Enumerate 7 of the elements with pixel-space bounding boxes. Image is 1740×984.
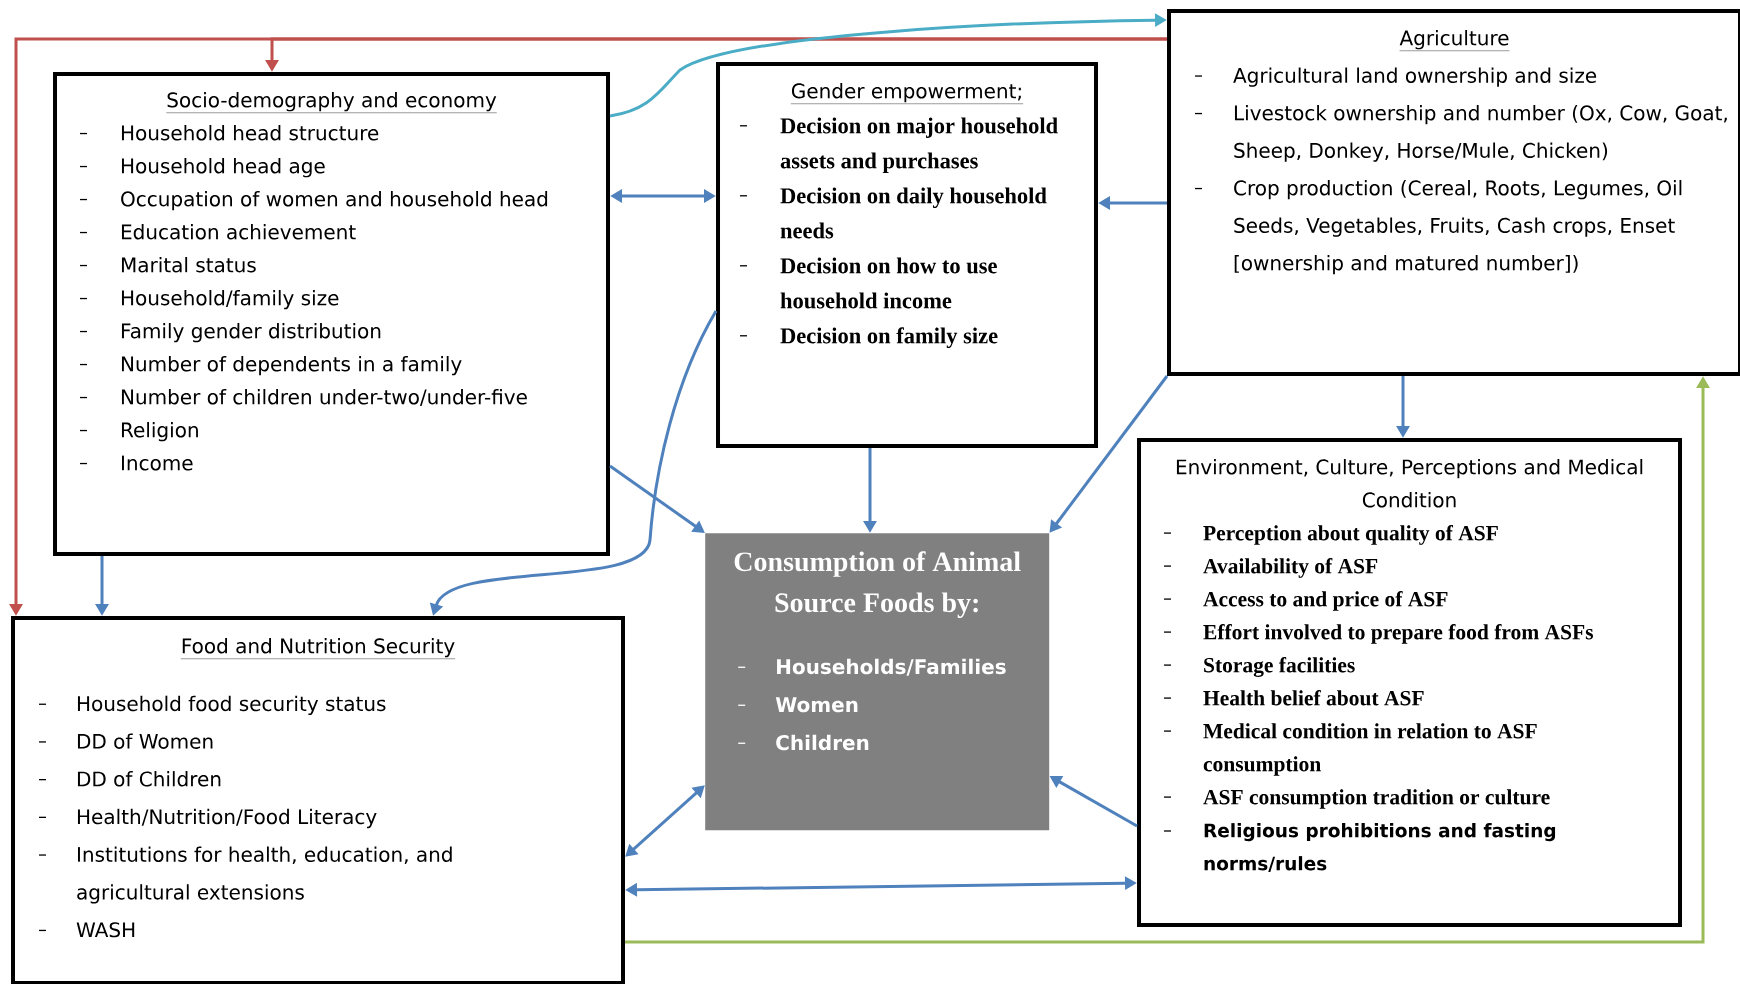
text-box: Agriculture Agricultural land ownership and size Livestock ownership and number (Ox, Cow, Goat, Sheep, Donkey, Horse/Mule, Chicken) Crop production (Cereal, Roots, Legumes, Oil Seeds, Vegetables, Fruits, Cash crops, Enset [ownership and matured number]) xyxy=(1167,9,1740,376)
text-box: Food and Nutrition Security Household food security status DD of Women DD of Children Health/Nutrition/Food Literacy Institutions for health, education, and agricultural extensions WASH xyxy=(11,616,625,984)
highlight-box: Consumption of Animal Source Foods by: Households/Families Women Children xyxy=(705,533,1050,831)
text-box: Socio-demography and economy Household head structure Household head age Occupation of women and household head Education achievement Marital status Household/family size Family gender distribution Number of dependents in a family Number of children under-two/under-five Religion Income xyxy=(53,72,610,556)
arrow xyxy=(625,785,705,857)
text-box: Environment, Culture, Perceptions and Medical Condition Perception about quality of ASF Availability of ASF Access to and price of ASF Effort involved to prepare food from ASFs Storage facilities Health belief about ASF Medical condition in relation to ASF consumption ASF consumption tradition or culture Religious prohibitions and fasting norms/rules xyxy=(1137,438,1682,927)
text-box: Gender empowerment; Decision on major household assets and purchases Decision on daily household needs Decision on how to use household income Decision on family size xyxy=(716,62,1098,448)
